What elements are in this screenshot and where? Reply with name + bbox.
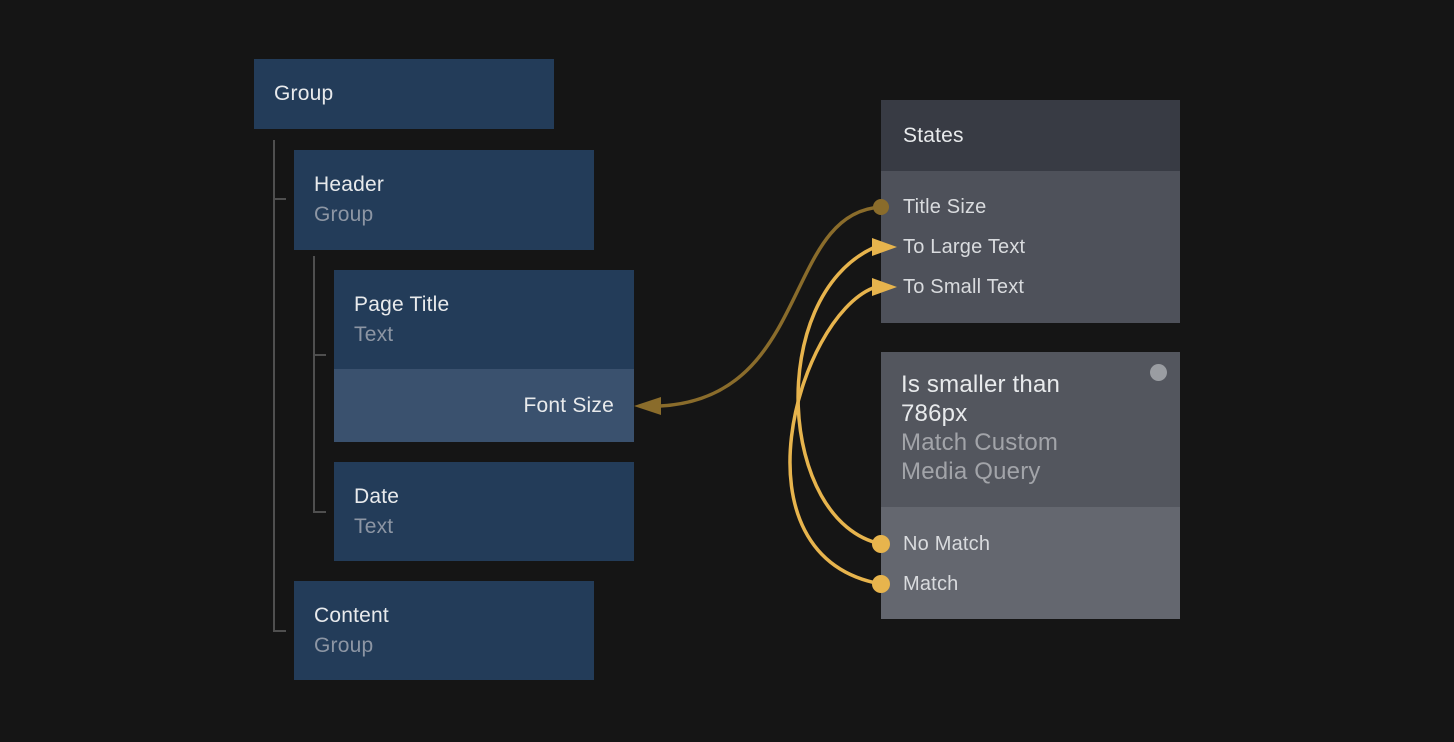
states-panel-body: Title Size To Large Text To Small Text [881, 171, 1180, 323]
connection-title-size-to-font-size[interactable] [659, 205, 882, 408]
media-query-panel[interactable]: Is smaller than 786px Match Custom Media… [881, 352, 1180, 619]
state-item-to-small-text[interactable]: To Small Text [903, 275, 1025, 298]
states-panel[interactable]: States Title Size To Large Text To Small… [881, 100, 1180, 323]
outcome-no-match[interactable]: No Match [903, 532, 991, 555]
states-panel-header: States [881, 100, 1180, 171]
layer-title: Header [314, 173, 385, 196]
connection-match-to-small-text[interactable] [788, 286, 882, 586]
states-panel-title: States [903, 123, 964, 147]
tree-connector-line [273, 140, 286, 632]
tree-connector-line [313, 256, 326, 513]
layer-title: Page Title [354, 292, 450, 316]
layer-content[interactable]: Content Group [294, 581, 594, 680]
connection-port-dot[interactable] [1150, 364, 1167, 381]
layer-type: Text [354, 514, 394, 538]
state-item-to-large-text[interactable]: To Large Text [903, 235, 1026, 258]
layer-type: Group [314, 633, 374, 657]
media-query-type: Match Custom Media Query [901, 429, 1059, 485]
media-query-header: Is smaller than 786px Match Custom Media… [881, 352, 1180, 507]
outcome-match[interactable]: Match [903, 572, 959, 595]
layer-title: Date [354, 484, 400, 508]
media-query-body: No Match Match [881, 507, 1180, 619]
layer-title: Group [274, 82, 334, 105]
connection-no-match-to-large-text[interactable] [796, 246, 882, 546]
layer-date[interactable]: Date Text [334, 462, 634, 561]
property-label: Font Size [523, 393, 614, 417]
layer-type: Group [314, 203, 374, 226]
layer-group[interactable]: Group [254, 59, 554, 129]
layer-page-title[interactable]: Page Title Text [334, 270, 634, 369]
layer-font-size-property[interactable]: Font Size [334, 369, 634, 442]
arrowhead-font-size[interactable] [634, 397, 661, 415]
layer-type: Text [354, 322, 394, 346]
state-item-title-size[interactable]: Title Size [903, 195, 987, 218]
layer-header[interactable]: Header Group [294, 150, 594, 250]
media-query-title: Is smaller than 786px [901, 371, 1061, 427]
layer-title: Content [314, 603, 389, 627]
